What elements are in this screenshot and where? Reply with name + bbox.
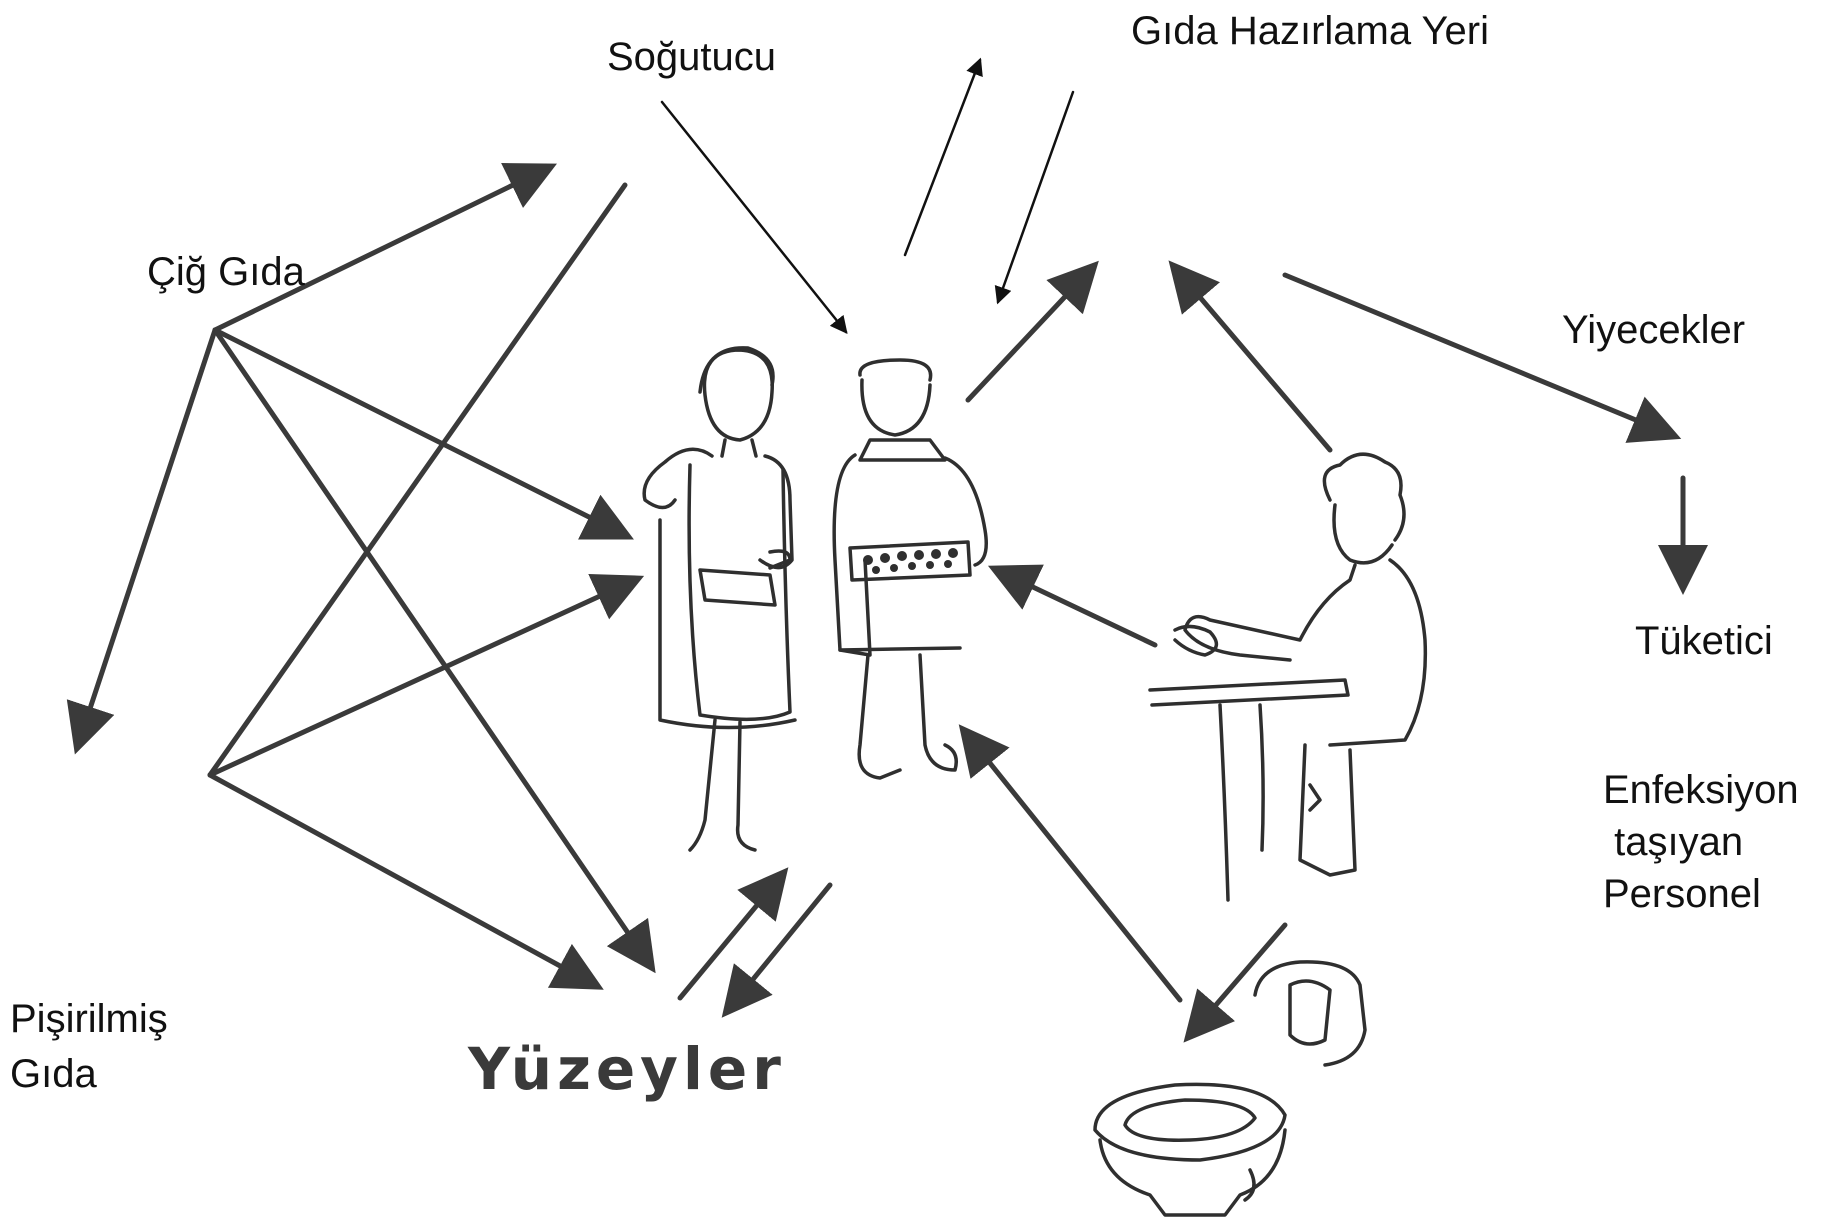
cook-illustration	[834, 360, 986, 778]
arrow-woman-to-yuzeyler	[728, 885, 830, 1010]
arrow-cig-to-pisirilmis	[78, 330, 215, 745]
arrow-cig-to-yuzeyler	[215, 330, 650, 965]
arrow-cig-to-woman	[215, 330, 625, 535]
label-gida-hazirlama-yeri: Gıda Hazırlama Yeri	[1131, 7, 1489, 56]
arrow-cook-to-top	[968, 268, 1092, 400]
arrow-sogutucu-to-cook	[662, 102, 846, 332]
arrow-to-yiyecekler	[1285, 275, 1672, 435]
label-cig-gida: Çiğ Gıda	[147, 248, 305, 297]
arrow-junction-to-yuzeyler	[210, 775, 595, 985]
arrow-gida-hazirlama-down	[998, 92, 1073, 302]
arrow-junction-to-woman	[210, 580, 635, 775]
arrow-personel-to-toilet	[1190, 925, 1285, 1035]
label-pisirilmis-line1: Pişirilmiş	[10, 995, 168, 1044]
label-yiyecekler: Yiyecekler	[1562, 306, 1745, 355]
label-sogutucu: Soğutucu	[607, 33, 776, 82]
label-enfeksiyon-line1: Enfeksiyon	[1603, 766, 1799, 815]
toilet-illustration	[1095, 962, 1365, 1215]
label-tuketici: Tüketici	[1635, 617, 1773, 666]
arrow-up-to-gida-hazirlama	[905, 60, 980, 255]
label-enfeksiyon-line3: Personel	[1603, 870, 1761, 919]
label-pisirilmis-line2: Gıda	[10, 1050, 97, 1099]
label-enfeksiyon-line2: taşıyan	[1603, 818, 1743, 867]
woman-illustration	[644, 348, 795, 850]
infected-worker-illustration	[1150, 454, 1425, 900]
arrow-personel-to-cook	[997, 570, 1155, 645]
arrow-personel-to-top	[1175, 268, 1330, 450]
arrow-toilet-to-cook	[965, 732, 1180, 1000]
arrow-yuzeyler-to-woman	[680, 875, 782, 998]
label-yuzeyler: Yüzeyler	[468, 1035, 786, 1103]
